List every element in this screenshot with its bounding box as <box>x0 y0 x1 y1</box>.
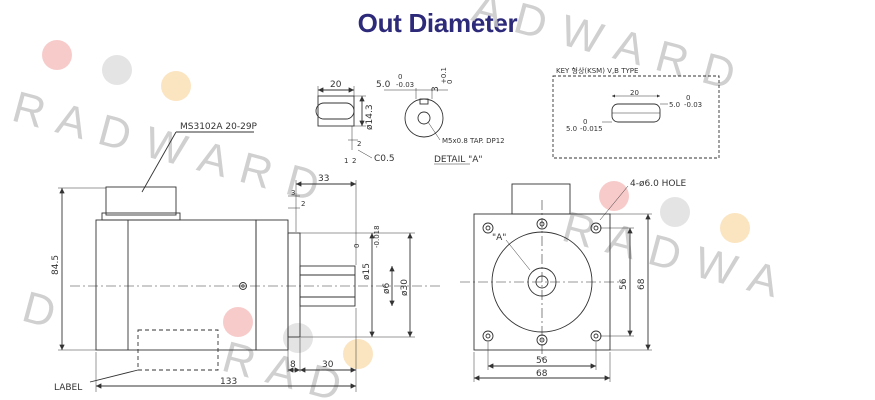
label-label: LABEL <box>54 383 82 393</box>
dim-2b: 2 <box>352 157 356 165</box>
dim-30b: 30 <box>322 360 334 370</box>
chamfer-label: C0.5 <box>374 154 395 164</box>
watermark-dot <box>102 55 132 85</box>
page-title: Out Diameter <box>357 8 518 38</box>
dim-6: ø6 <box>382 282 392 294</box>
connector-box <box>105 186 177 216</box>
watermark-dot <box>660 197 690 227</box>
dim-30: ø30 <box>400 279 410 296</box>
dim-50-tol: 0 <box>398 73 402 81</box>
dim-3-tol2: 0 <box>446 80 454 84</box>
dim-143: ø14.3 <box>365 104 375 130</box>
key-dim-50b-tol: 0 <box>583 118 587 126</box>
watermark-text: A D W A R D <box>467 0 742 100</box>
watermark-dot <box>42 40 72 70</box>
dim-20: 20 <box>330 80 342 90</box>
key-dim-50b-tol2: -0.015 <box>580 125 603 133</box>
watermark-dot <box>343 339 373 369</box>
hole-label: 4-ø6.0 HOLE <box>630 179 687 189</box>
watermark-text: D <box>17 282 62 338</box>
key-dim-20: 20 <box>630 89 639 97</box>
watermark-dot <box>223 307 253 337</box>
connector-front <box>511 183 571 215</box>
front-view <box>460 183 652 382</box>
watermark: R A D W A R D A D W A R D R A D W A D R … <box>7 0 785 400</box>
dim-3-tol: +0.1 <box>440 67 448 84</box>
detail-label: DETAIL "A" <box>434 155 483 165</box>
dim-68v: 68 <box>637 278 647 290</box>
dim-50-tol2: -0.03 <box>396 81 414 89</box>
key-dim-50: 5.0 <box>669 101 680 109</box>
dim-15: ø15 <box>362 263 372 280</box>
label-box <box>137 329 219 371</box>
text-labels: MS3102A 20-29P LABEL 84.5 133 8 30 33 3 … <box>51 66 702 393</box>
tap-label: M5x0.8 TAP. DP12 <box>442 137 505 145</box>
watermark-dot <box>720 213 750 243</box>
shaft-detail <box>315 86 470 165</box>
dim-15-tol: 0 <box>353 244 361 248</box>
dim-56v: 56 <box>619 278 629 290</box>
dim-845: 84.5 <box>51 255 61 275</box>
key-detail <box>552 75 720 159</box>
dim-15-tol2: -0.018 <box>373 225 381 248</box>
watermark-text: R A D W A R D <box>7 82 326 211</box>
side-view <box>58 131 440 392</box>
watermark-dot <box>283 323 313 353</box>
key-type-label: KEY 형상(KSM) V,B TYPE <box>556 66 638 75</box>
dim-2c: 2 <box>301 200 305 208</box>
dim-3b: 3 <box>291 189 295 197</box>
connector-label: MS3102A 20-29P <box>180 122 258 132</box>
dim-1: 1 <box>344 157 348 165</box>
dim-3: 3 <box>431 86 441 92</box>
dim-8: 8 <box>290 360 296 370</box>
dim-50: 5.0 <box>376 80 391 90</box>
dim-33: 33 <box>318 174 329 184</box>
dim-68h: 68 <box>536 369 548 379</box>
dim-2a: 2 <box>357 140 361 148</box>
dim-133: 133 <box>220 377 237 387</box>
key-dim-50b: 5.0 <box>566 125 577 133</box>
dim-56h: 56 <box>536 356 548 366</box>
watermark-dot <box>599 181 629 211</box>
watermark-dot <box>161 71 191 101</box>
key-dim-50-tol: 0 <box>686 94 690 102</box>
key-dim-50-tol2: -0.03 <box>684 101 702 109</box>
detail-a-mark: "A" <box>492 233 506 243</box>
